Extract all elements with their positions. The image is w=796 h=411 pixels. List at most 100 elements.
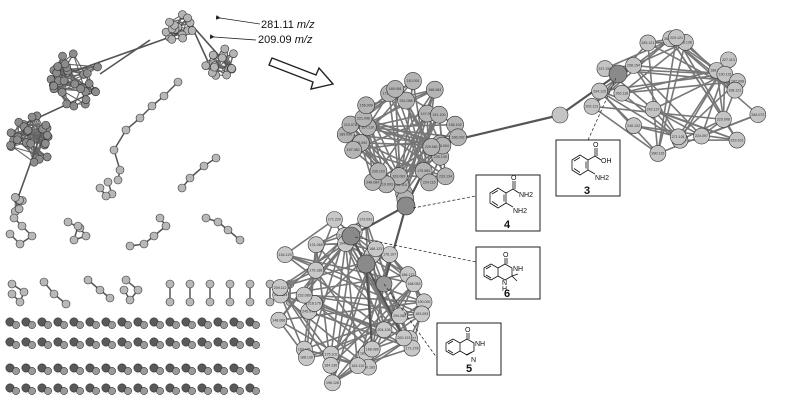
node-mz-label: 164.130: [324, 364, 337, 368]
node-mz-label: 188.123: [369, 247, 382, 251]
chain-node: [211, 153, 221, 163]
small-pair-node: [28, 321, 36, 329]
network-edge: [10, 146, 48, 158]
chain-node: [235, 235, 245, 245]
network-edge: [388, 93, 400, 177]
cluster-node: [208, 50, 218, 60]
cluster-node: [76, 84, 85, 94]
small-pair-node: [108, 321, 116, 329]
network-edge: [16, 128, 44, 200]
chain-node: [103, 177, 113, 187]
chain-node: [15, 297, 25, 307]
small-pair-node: [60, 341, 68, 349]
chain-node: [135, 113, 145, 123]
labeled-node: [591, 82, 608, 100]
labeled-node: [716, 65, 734, 83]
cluster-node: [57, 87, 67, 97]
small-pair-node: [172, 367, 180, 375]
network-edge: [315, 269, 373, 350]
small-pair-node: [204, 321, 212, 329]
cluster-node: [167, 35, 177, 44]
node-mz-label: 242.137: [647, 108, 660, 112]
node-mz-label: 175.188: [309, 268, 322, 272]
small-pair-node: [12, 367, 20, 375]
network-edge: [371, 254, 405, 339]
small-pair-node: [76, 321, 84, 329]
node-mz-label: 200.123: [397, 336, 410, 340]
network-edge: [284, 253, 423, 315]
node-mz-label: 245.078: [302, 310, 315, 314]
compound-3-number: 3: [584, 185, 590, 197]
chain-node: [147, 101, 157, 111]
labeled-node: [693, 127, 710, 145]
labeled-node: [420, 173, 439, 192]
mz-annotation-top: 281.11 m/z: [215, 15, 315, 31]
network-edge: [599, 90, 681, 141]
chain-node: [27, 231, 37, 241]
node-mz-label: 147.093: [421, 112, 434, 116]
labeled-node: [728, 131, 746, 149]
cluster-node: [13, 135, 22, 145]
node-mz-label: 294.115: [593, 89, 606, 93]
small-pair-node: [12, 387, 20, 395]
labeled-node: [375, 321, 393, 339]
node-mz-label: 168.052: [407, 282, 420, 286]
cluster-node: [217, 53, 227, 63]
small-pair-node: [60, 321, 68, 329]
cluster-node: [27, 112, 37, 122]
chain-node: [15, 239, 25, 249]
compound-5-box: O NH N 5: [436, 322, 502, 376]
labeled-node: [436, 167, 455, 186]
chain-node: [165, 297, 175, 307]
small-pair-node: [236, 341, 244, 349]
node-mz-label: 233.134: [439, 175, 452, 179]
network-edge: [657, 37, 678, 154]
small-pair-node: [156, 341, 164, 349]
chain-node: [185, 279, 195, 289]
small-pair-node: [252, 367, 260, 375]
chain-node: [95, 285, 105, 295]
hub-node: [356, 254, 376, 274]
node-mz-label: 190.115: [718, 72, 731, 76]
hub-node: [396, 196, 416, 216]
labeled-node: [749, 106, 767, 123]
quinazolinone-structure: [445, 333, 475, 356]
chain-node: [161, 221, 171, 231]
labeled-node: [344, 141, 362, 159]
node-mz-label: 163.110: [351, 364, 364, 368]
small-pair-node: [220, 341, 228, 349]
compound-3-box: O OH NH2 3: [555, 139, 621, 197]
chain-node: [133, 285, 143, 295]
node-mz-label: 235.103: [372, 170, 385, 174]
node-mz-label: 186.092: [452, 135, 465, 139]
chain-node: [173, 77, 183, 87]
cluster-node: [220, 44, 230, 54]
chain-node: [201, 213, 211, 223]
node-mz-label: 271.101: [672, 135, 685, 139]
chain-node: [177, 183, 187, 193]
cluster-node: [41, 139, 50, 148]
node-mz-label: 198.121: [728, 88, 741, 92]
chain-node: [5, 229, 15, 239]
small-pair-node: [204, 367, 212, 375]
node-mz-label: 202.121: [585, 105, 598, 109]
labeled-node: [404, 72, 422, 90]
chain-node: [125, 295, 135, 305]
small-pair-node: [204, 341, 212, 349]
bridge-node: [551, 106, 569, 124]
chain-node: [159, 91, 169, 101]
cluster-node: [91, 87, 100, 97]
small-pair-node: [76, 387, 84, 395]
node-mz-label: 196.114: [394, 183, 407, 187]
chain-node: [185, 173, 195, 183]
left-network-nodes: [5, 10, 295, 395]
small-pair-node: [92, 387, 100, 395]
chain-node: [225, 279, 235, 289]
labeled-node: [668, 29, 685, 46]
small-pair-node: [108, 387, 116, 395]
compound-3-atom-O: O: [593, 142, 599, 149]
network-edge: [657, 42, 687, 154]
node-mz-label: 284.072: [751, 113, 764, 117]
chain-node: [165, 279, 175, 289]
